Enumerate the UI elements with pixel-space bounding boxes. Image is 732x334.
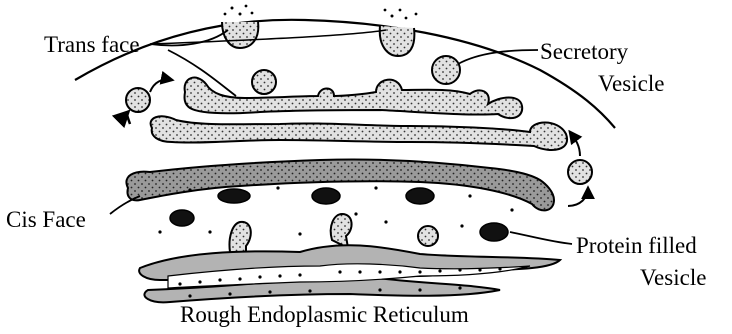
transport-arrow (570, 132, 580, 156)
leader-protein (510, 232, 572, 244)
transport-vesicle (126, 88, 150, 112)
transport-arrow (568, 188, 588, 206)
cis-cisterna (126, 159, 554, 210)
label-rough-er: Rough Endoplasmic Reticulum (180, 303, 469, 326)
label-protein-vesicle-line2: Vesicle (640, 266, 706, 289)
trans-cisterna (185, 78, 523, 119)
label-cis-face: Cis Face (6, 208, 86, 231)
label-protein-vesicle-line1: Protein filled (576, 234, 697, 257)
cell-membrane (75, 20, 615, 128)
transport-vesicle (252, 70, 276, 94)
exocytosis-vesicle (222, 22, 258, 48)
transport-arrow (127, 112, 130, 124)
label-secretory-vesicle-line2: Vesicle (598, 72, 664, 95)
released-particles (224, 5, 418, 20)
leader-secretory (458, 50, 538, 64)
label-trans-face: Trans face (44, 33, 140, 56)
transport-vesicle (568, 160, 592, 184)
leader-cis-face (110, 196, 140, 214)
medial-cisterna (151, 116, 568, 150)
label-secretory-vesicle-line1: Secretory (540, 40, 628, 63)
secretory-vesicle (432, 56, 460, 84)
transport-arrow (150, 80, 172, 93)
er-bud-vesicle (331, 214, 352, 248)
er-bud-vesicle (418, 226, 438, 246)
